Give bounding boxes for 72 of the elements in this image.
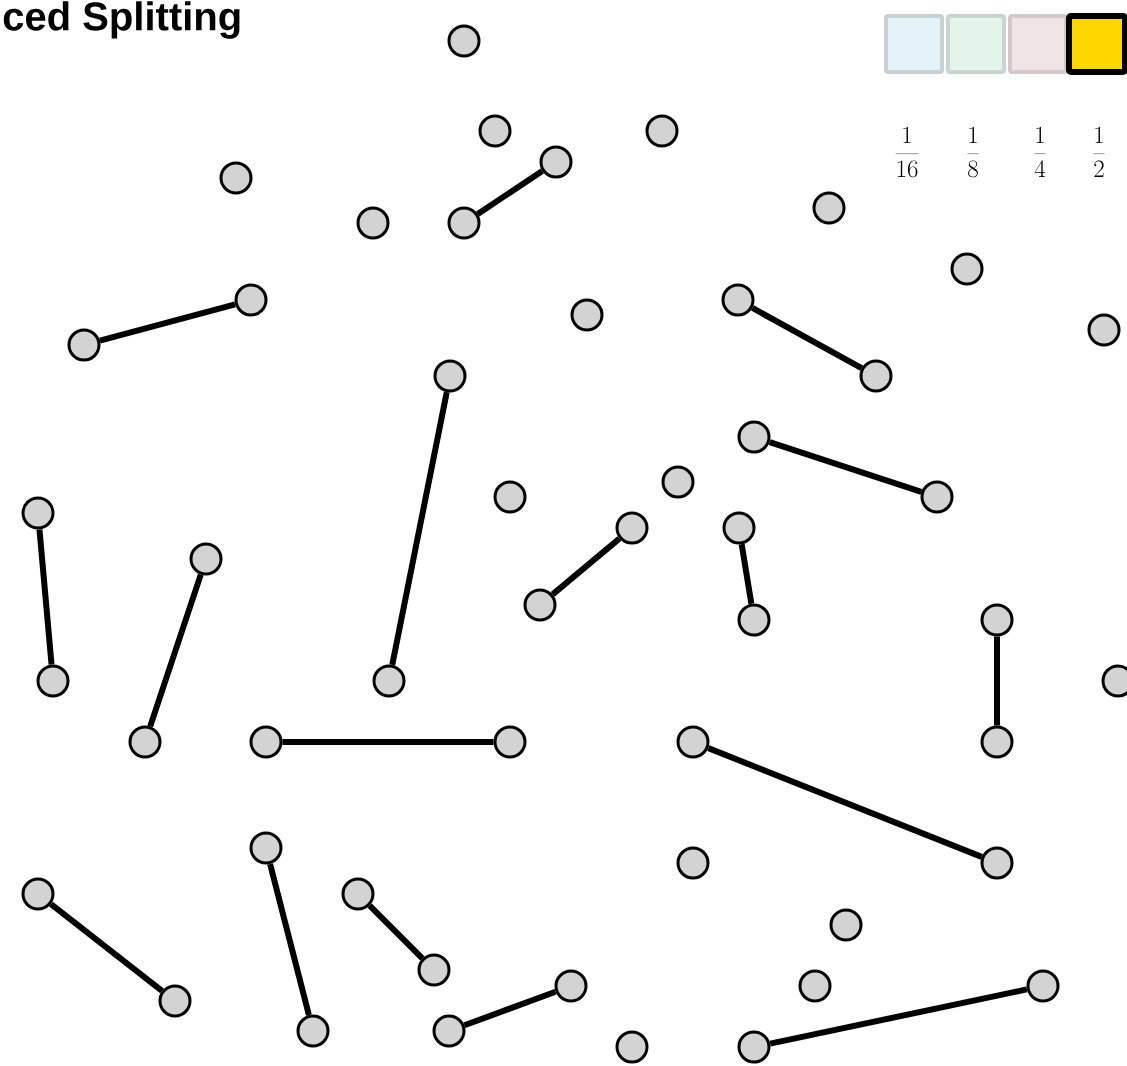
node-circle [676,725,710,759]
edge-line [99,301,236,344]
node-circle [158,984,192,1018]
edge-line [389,391,450,666]
edge-line [282,739,494,745]
node-circle [980,846,1014,880]
node-circle [737,1030,771,1064]
node-circle [189,542,223,576]
edge-line [707,745,983,860]
edge-line [738,543,755,605]
node-circle [432,1014,466,1048]
node-circle [980,725,1014,759]
edge-line [550,536,622,597]
node-circle [372,664,406,698]
node-circle [829,908,863,942]
node-circle [645,114,679,148]
node-circle [737,603,771,637]
node-circle [737,420,771,454]
node-circle [676,846,710,880]
node-circle [661,465,695,499]
node-circle [493,480,527,514]
edge-line [36,529,55,665]
node-circle [296,1014,330,1048]
node-circle [128,725,162,759]
node-circle [447,24,481,58]
node-circle [36,664,70,698]
edge-line [49,901,164,994]
node-circle [539,145,573,179]
node-circle [722,511,756,545]
node-circle [554,969,588,1003]
node-circle [615,511,649,545]
node-circle [21,496,55,530]
node-circle [1101,664,1127,698]
edge-line [751,305,863,371]
edge-line [768,439,923,495]
node-circle [980,603,1014,637]
node-circle [798,969,832,1003]
node-circle [570,298,604,332]
legend-label: $\frac{1}{2}$ [1093,126,1105,177]
legend-label: $\frac{1}{8}$ [967,126,979,178]
node-circle [249,831,283,865]
node-circle [234,283,268,317]
title: ced Splitting [3,1,240,39]
node-circle [493,725,527,759]
node-circle [67,328,101,362]
node-circle [447,206,481,240]
edge-line [769,986,1028,1047]
node-circle [812,191,846,225]
node-circle [523,588,557,622]
node-circle [417,953,451,987]
edge-line [476,168,544,217]
node-circle [249,725,283,759]
edge-line [994,636,1000,726]
node-circle [341,877,375,911]
node-circle [356,206,390,240]
node-circle [21,877,55,911]
node-circle [920,480,954,514]
node-circle [1026,969,1060,1003]
node-circle [433,359,467,393]
edge-line [367,903,425,961]
node-circle [219,161,253,195]
node-circle [721,283,755,317]
node-circle [950,252,984,286]
edge-line [147,573,204,728]
edge-line [267,863,312,1016]
node-circle [615,1030,649,1064]
node-circle [478,114,512,148]
edge-line [463,988,557,1029]
node-circle [859,359,893,393]
node-circle [1087,313,1121,347]
legend-label: $\frac{1}{4}$ [1034,126,1046,177]
legend-label: $\frac{1}{16}$ [895,126,919,178]
